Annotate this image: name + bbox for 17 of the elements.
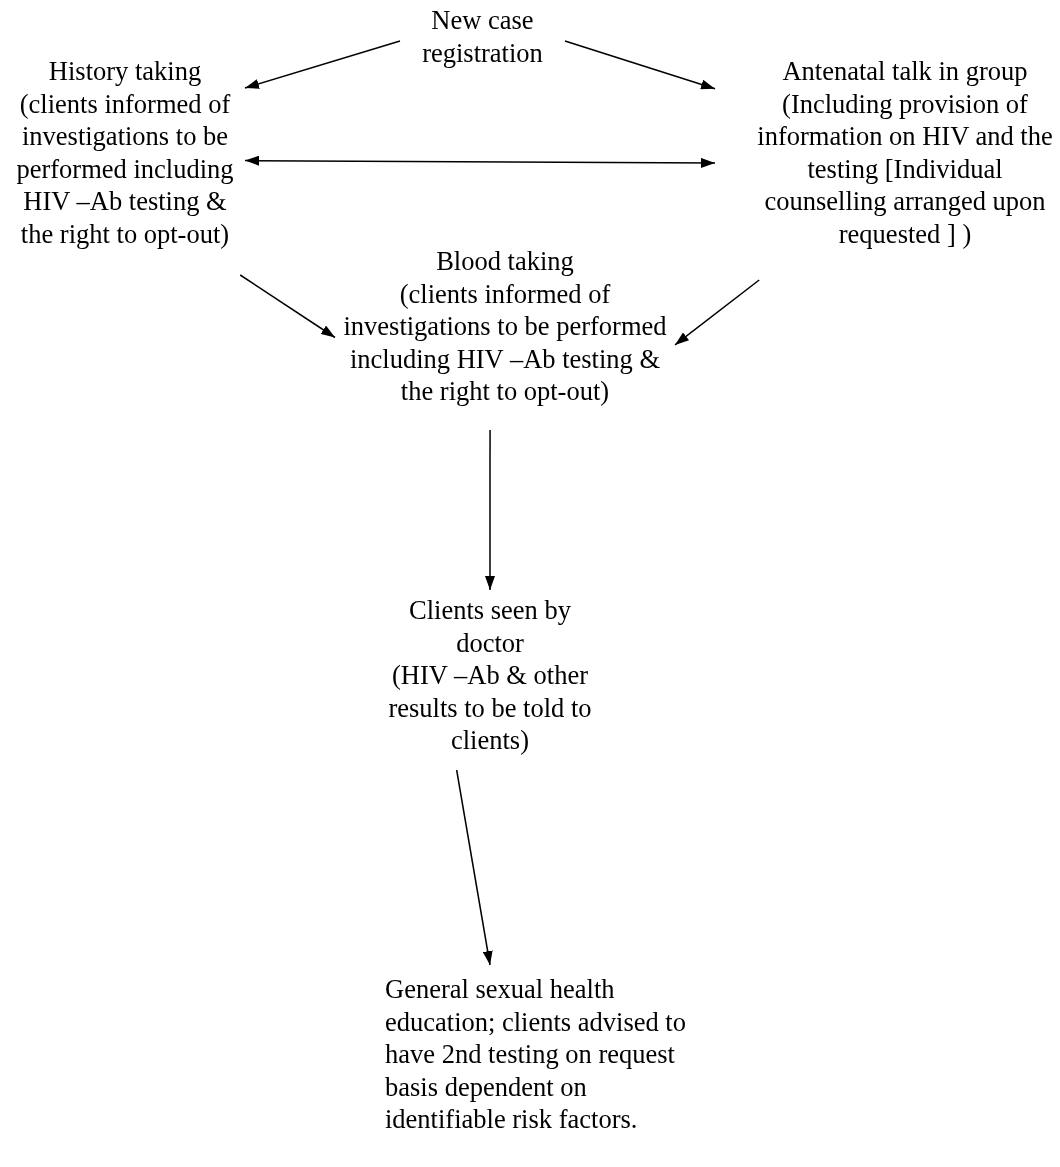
step-title: New case registration — [421, 4, 544, 69]
step-description: (Including provision of information on HIV and the testing [Individual counselling arranged upon requested ] ) — [756, 87, 1054, 250]
arrow — [239, 274, 336, 339]
step-title: History taking — [48, 55, 202, 88]
arrow — [244, 155, 716, 168]
arrow — [564, 40, 716, 90]
arrow — [485, 429, 495, 591]
arrow — [455, 769, 493, 966]
step-title: Antenatal talk in group — [782, 55, 1028, 88]
step-description: (clients informed of investigations to be performed including HIV –Ab testing & the right to opt-out) — [15, 87, 235, 250]
arrow — [674, 279, 760, 346]
step-title: Clients seen by doctor — [408, 594, 572, 659]
step-description: (HIV –Ab & other results to be told to clients) — [387, 659, 593, 757]
arrow — [244, 40, 401, 89]
step-title: Blood taking — [436, 245, 574, 278]
step-title: General sexual health education; clients advised to have 2nd testing on request basis dependent on identifiable risk factors. — [385, 973, 687, 1136]
step-description: (clients informed of investigations to be performed including HIV –Ab testing & the right to opt-out) — [342, 277, 668, 408]
